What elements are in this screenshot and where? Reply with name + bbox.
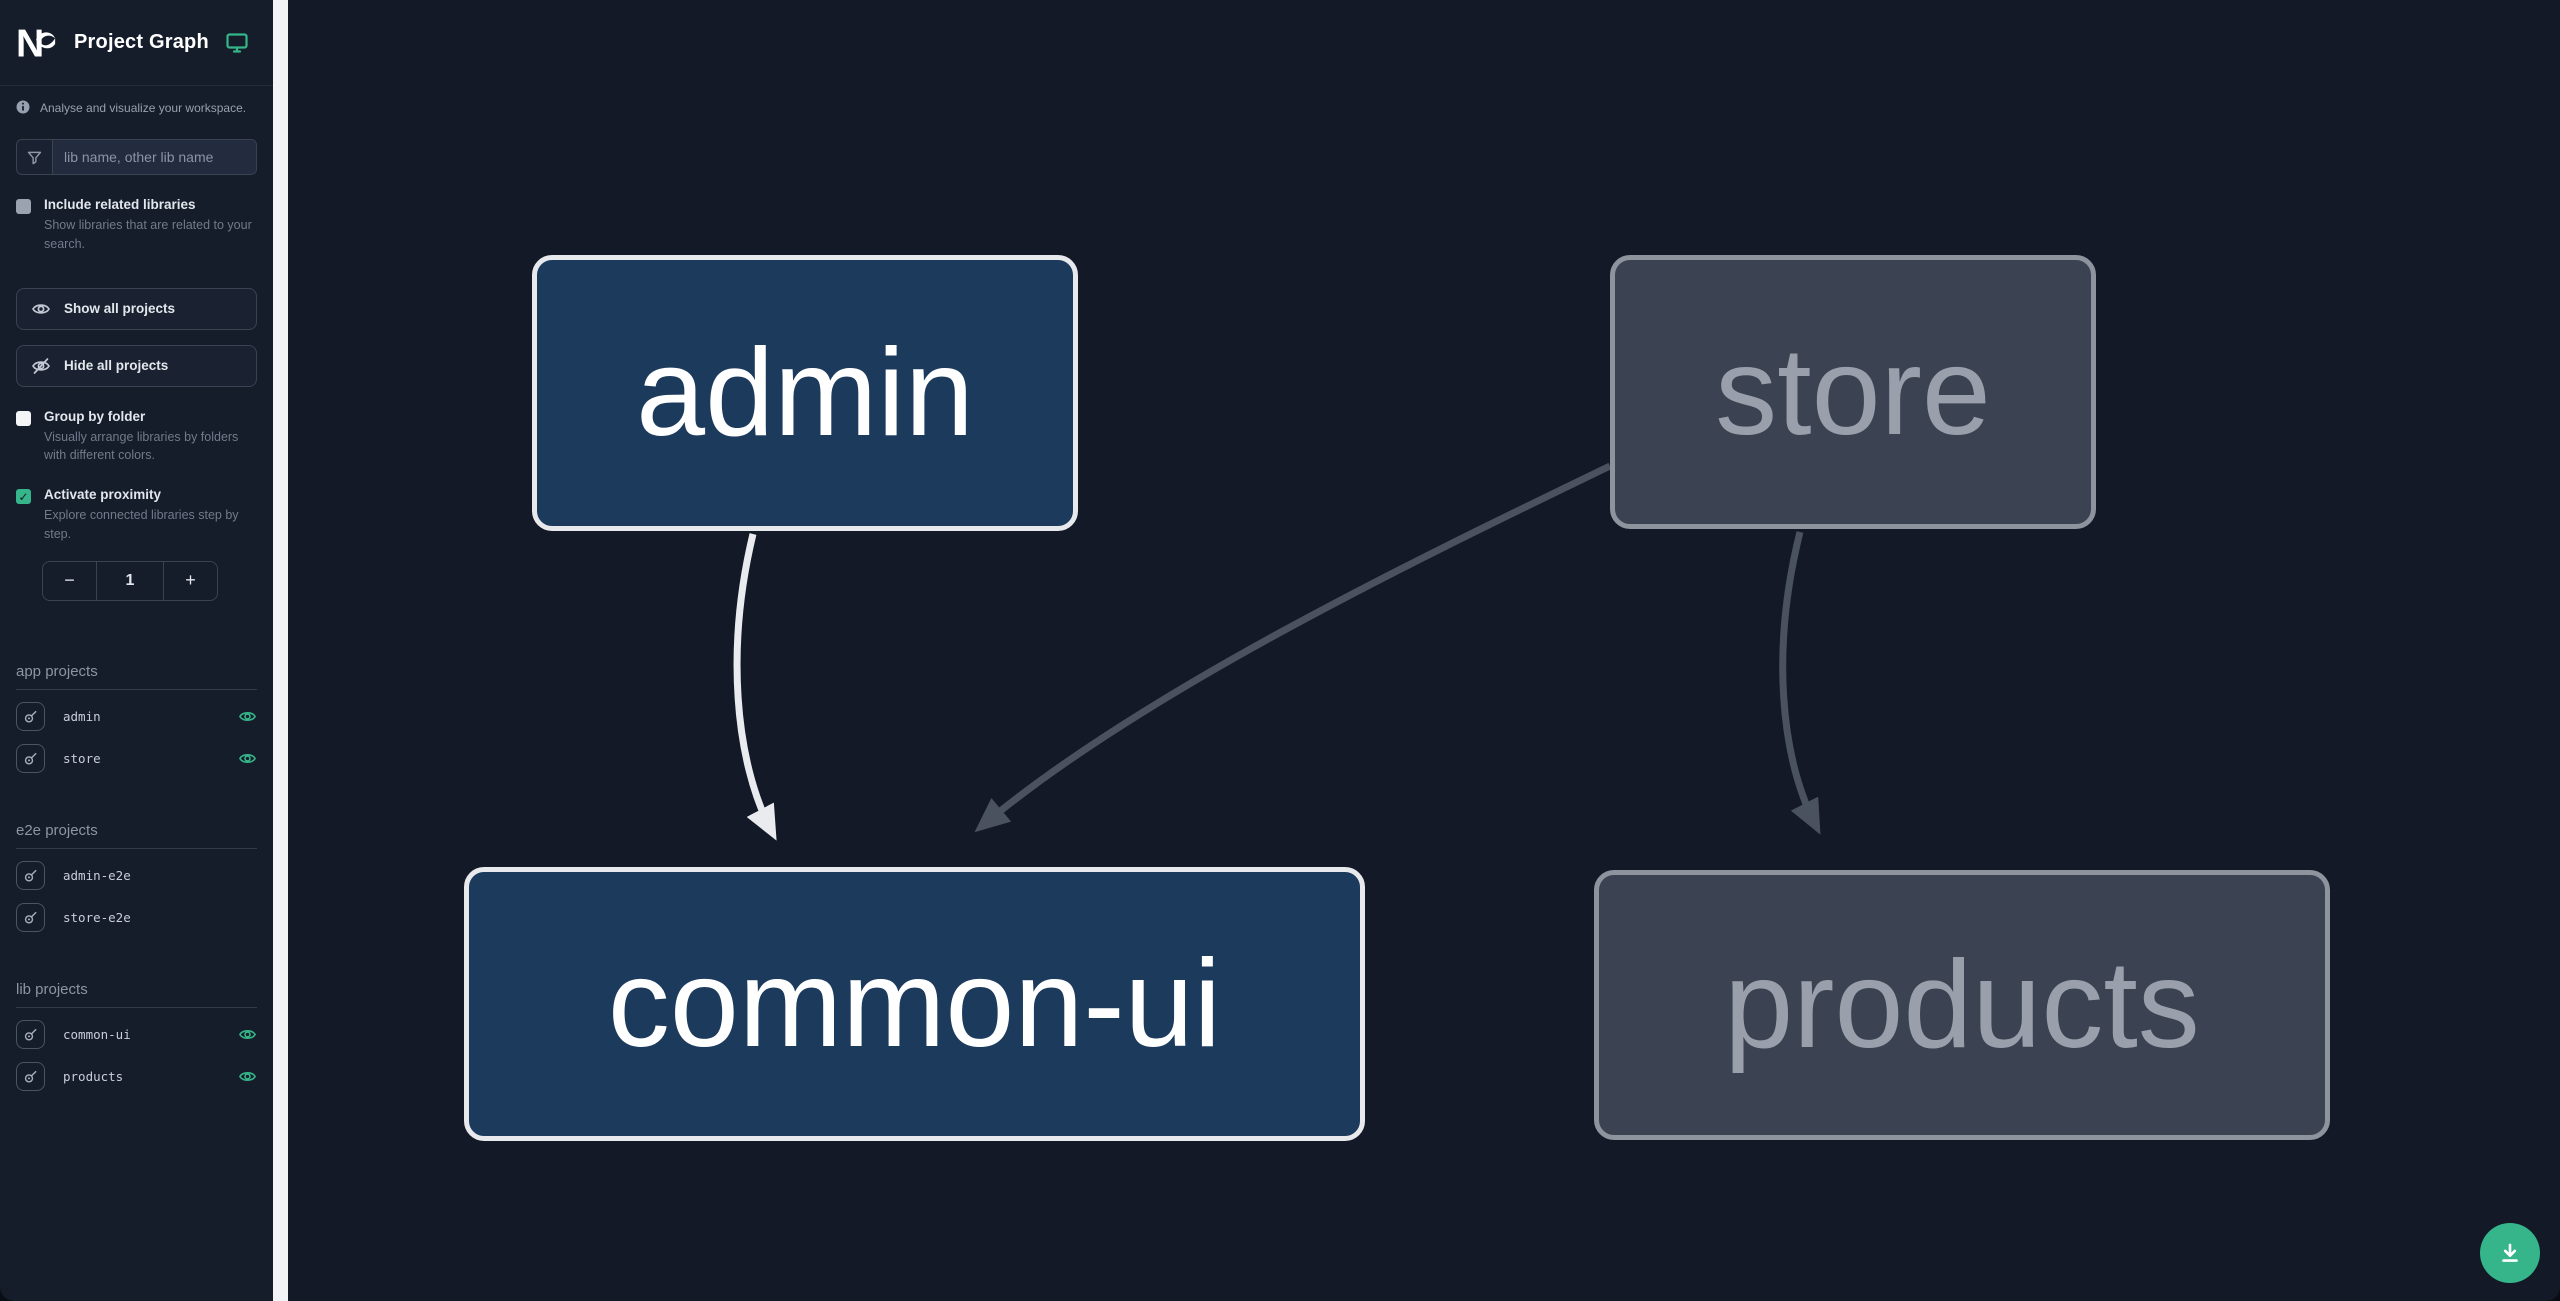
graph-canvas[interactable]: admin store common-ui products — [288, 0, 2560, 1301]
project-name[interactable]: store-e2e — [63, 910, 131, 925]
include-related-checkbox[interactable] — [16, 199, 31, 214]
include-related-toggle: Include related libraries Show libraries… — [16, 197, 257, 254]
focus-project-button[interactable] — [16, 861, 45, 890]
graph-edges — [733, 462, 1821, 841]
graph-node-common-ui[interactable]: common-ui — [464, 867, 1365, 1141]
group-by-folder-toggle: Group by folder Visually arrange librari… — [16, 409, 257, 466]
project-row-admin-e2e[interactable]: admin-e2e — [16, 861, 257, 891]
eye-icon[interactable] — [238, 749, 257, 768]
nx-logo-icon: N — [16, 22, 56, 64]
decrement-button[interactable]: − — [64, 570, 75, 590]
eye-icon[interactable] — [238, 1067, 257, 1086]
show-all-projects-button[interactable]: Show all projects — [16, 287, 257, 330]
project-name[interactable]: common-ui — [63, 1027, 131, 1042]
project-name[interactable]: products — [63, 1069, 124, 1084]
edge-admin-common-ui[interactable] — [733, 533, 777, 841]
project-name[interactable]: store — [63, 751, 101, 766]
eye-off-icon — [32, 357, 50, 374]
eye-icon[interactable] — [238, 707, 257, 726]
activate-proximity-toggle: ✓ Activate proximity Explore connected l… — [16, 487, 257, 544]
toggle-description: Visually arrange libraries by folders wi… — [44, 429, 239, 463]
focus-icon — [24, 752, 37, 765]
project-filter — [16, 139, 257, 175]
toggle-label[interactable]: Group by folder — [44, 408, 146, 424]
download-icon — [2502, 1243, 2518, 1262]
toggle-label[interactable]: Activate proximity — [44, 487, 162, 502]
focus-icon — [24, 1070, 37, 1083]
filter-funnel-icon — [17, 140, 53, 174]
project-row-common-ui[interactable]: common-ui — [16, 1020, 257, 1050]
project-name[interactable]: admin — [63, 709, 101, 724]
proximity-depth-value: 1 — [95, 561, 165, 600]
focus-icon — [24, 869, 37, 882]
project-row-store[interactable]: store — [16, 744, 257, 774]
node-label: common-ui — [607, 935, 1222, 1073]
download-image-button[interactable] — [2480, 1223, 2540, 1283]
edge-store-common-ui[interactable] — [974, 462, 1612, 833]
increment-button[interactable]: + — [185, 570, 196, 590]
proximity-depth-stepper: − 1 + — [42, 560, 218, 601]
toggle-description: Explore connected libraries step by step… — [44, 508, 239, 541]
focus-icon — [24, 1028, 37, 1041]
focus-project-button[interactable] — [16, 903, 45, 932]
search-input[interactable] — [53, 140, 256, 174]
project-name[interactable]: admin-e2e — [63, 868, 131, 883]
eye-icon[interactable] — [238, 1025, 257, 1044]
focus-project-button[interactable] — [16, 744, 45, 773]
section-title-app-projects: app projects — [16, 663, 257, 690]
activate-proximity-checkbox[interactable]: ✓ — [16, 489, 31, 504]
focus-project-button[interactable] — [16, 1020, 45, 1049]
sidebar-header: N Project Graph — [0, 0, 273, 86]
graph-node-store[interactable]: store — [1610, 255, 2096, 529]
toggle-description: Show libraries that are related to your … — [44, 218, 252, 251]
focus-project-button[interactable] — [16, 702, 45, 731]
section-title-e2e-projects: e2e projects — [16, 822, 257, 849]
group-by-folder-checkbox[interactable] — [16, 410, 31, 426]
section-title-lib-projects: lib projects — [16, 981, 257, 1008]
focus-project-button[interactable] — [16, 1062, 45, 1091]
toggle-label[interactable]: Include related libraries — [44, 197, 196, 212]
project-row-admin[interactable]: admin — [16, 702, 257, 732]
eye-icon — [32, 303, 50, 314]
graph-node-products[interactable]: products — [1594, 870, 2330, 1140]
monitor-icon[interactable] — [225, 31, 249, 55]
project-row-store-e2e[interactable]: store-e2e — [16, 903, 257, 933]
project-row-products[interactable]: products — [16, 1062, 257, 1092]
focus-icon — [24, 911, 37, 924]
sidebar: N Project Graph Analyse and visualize yo… — [0, 0, 273, 1301]
hide-all-projects-button[interactable]: Hide all projects — [16, 344, 257, 387]
edge-store-products[interactable] — [1779, 531, 1821, 835]
sidebar-scrollbar[interactable] — [273, 0, 288, 1301]
workspace-tagline: Analyse and visualize your workspace. — [16, 100, 257, 115]
focus-icon — [24, 710, 37, 723]
node-label: store — [1715, 323, 1991, 461]
graph-node-admin[interactable]: admin — [532, 255, 1078, 531]
info-icon — [16, 100, 30, 114]
node-label: products — [1724, 936, 2200, 1074]
page-title: Project Graph — [74, 31, 209, 53]
node-label: admin — [636, 324, 974, 462]
